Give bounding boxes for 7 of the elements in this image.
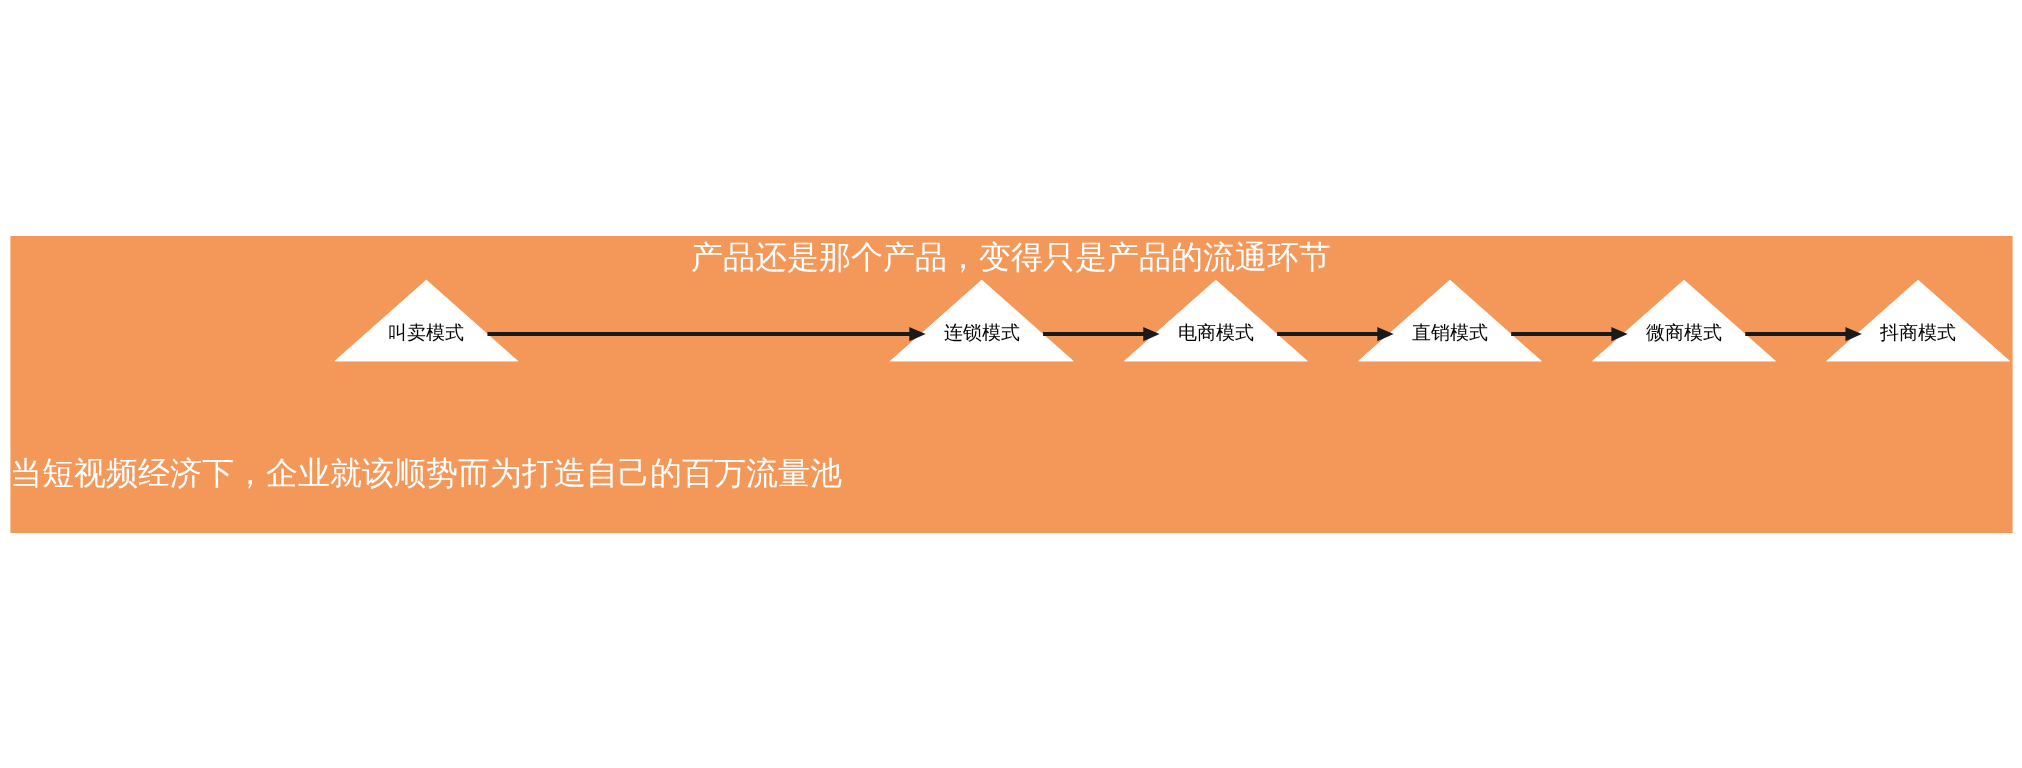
arrow (1276, 326, 1394, 341)
diagram-title: 产品还是那个产品，变得只是产品的流通环节 (691, 238, 1331, 275)
arrow (1744, 326, 1862, 341)
arrow (486, 326, 926, 341)
arrow (1042, 326, 1160, 341)
caption: 当短视频经济下，企业就该顺势而为打造自己的百万流量池 (9, 454, 842, 491)
arrow (1510, 326, 1628, 341)
